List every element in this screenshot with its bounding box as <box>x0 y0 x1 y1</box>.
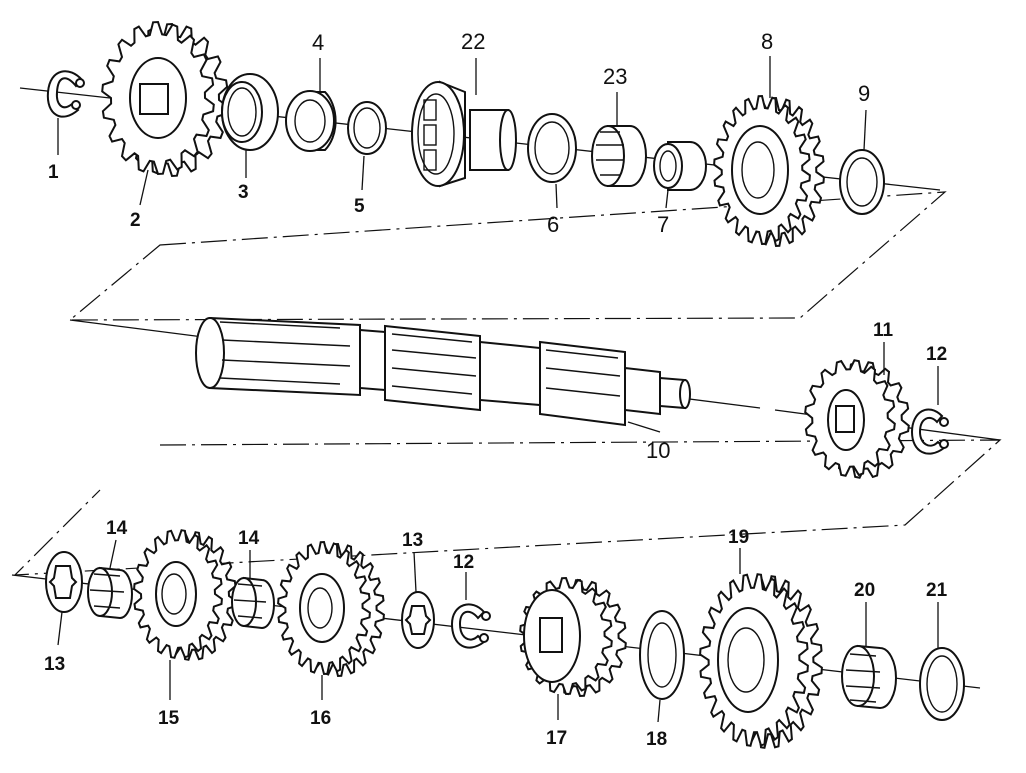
callout-20: 20 <box>854 580 875 601</box>
callout-22: 22 <box>461 29 485 54</box>
part-3-ring <box>221 73 279 151</box>
callout-17: 17 <box>546 728 567 749</box>
part-14-needle-cage-left <box>87 566 133 620</box>
callout-11: 11 <box>873 320 894 341</box>
callout-14-left: 14 <box>106 518 128 539</box>
part-16-gear <box>277 540 385 678</box>
callout-21: 21 <box>926 580 948 601</box>
callout-1: 1 <box>48 162 59 183</box>
callout-12-lower: 12 <box>453 552 474 573</box>
callout-15: 15 <box>158 708 180 729</box>
callout-4: 4 <box>312 30 324 55</box>
callout-13-left: 13 <box>44 654 65 675</box>
part-11-gear <box>804 359 910 479</box>
part-4-bushing <box>285 90 337 152</box>
callout-6: 6 <box>547 212 559 237</box>
callout-8: 8 <box>761 29 773 54</box>
callout-12-upper: 12 <box>926 344 947 365</box>
callout-labels: 1 2 3 4 5 22 6 23 7 8 9 10 11 12 13 14 1… <box>44 29 948 750</box>
part-8-gear <box>713 94 825 248</box>
part-9-washer <box>839 149 885 215</box>
callout-13-middle: 13 <box>402 530 423 551</box>
part-19-gear <box>699 573 823 749</box>
callout-7: 7 <box>657 212 669 237</box>
callout-5: 5 <box>354 196 365 217</box>
part-13-washer-middle <box>401 591 435 649</box>
part-6-washer <box>527 113 577 183</box>
part-23-needle-bearing <box>591 125 647 187</box>
part-17-gear <box>519 576 627 698</box>
callout-10: 10 <box>646 438 670 463</box>
callout-9: 9 <box>858 81 870 106</box>
callout-18: 18 <box>646 729 667 750</box>
part-15-gear <box>133 529 237 661</box>
callout-19: 19 <box>728 527 749 548</box>
callout-2: 2 <box>130 210 141 231</box>
callout-16: 16 <box>310 708 331 729</box>
leader-lines <box>57 56 939 723</box>
part-2-sprocket <box>101 20 229 178</box>
part-5-oring <box>347 101 387 155</box>
part-7-spacer <box>653 141 707 191</box>
callout-14-right: 14 <box>238 528 260 549</box>
part-12-circlip-upper <box>910 408 949 455</box>
part-1-circlip <box>46 70 85 118</box>
part-21-washer <box>919 647 965 721</box>
part-18-washer <box>639 610 685 700</box>
callout-23: 23 <box>603 64 627 89</box>
part-14-needle-cage-right <box>231 576 275 630</box>
part-13-washer-left <box>45 551 83 613</box>
part-12-circlip-lower <box>450 603 491 649</box>
lower-phantom-plane <box>13 439 1002 576</box>
part-20-needle-bearing <box>841 644 897 710</box>
callout-3: 3 <box>238 182 249 203</box>
part-10-shaft <box>195 316 691 427</box>
part-22-bearing <box>411 80 517 188</box>
upper-phantom-plane <box>68 191 947 321</box>
